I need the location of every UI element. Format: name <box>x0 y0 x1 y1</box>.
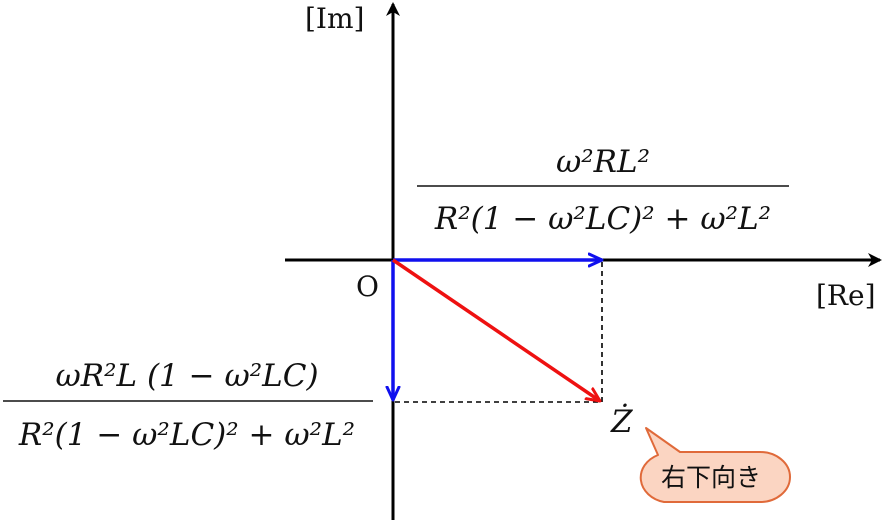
callout-bubble: 右下向き <box>639 427 791 503</box>
imaginary-part-denominator: R²(1 − ω²LC)² + ω²L² <box>18 417 355 453</box>
imaginary-part-numerator: ωR²L (1 − ω²LC) <box>55 358 318 394</box>
callout-text: 右下向き <box>661 463 761 492</box>
impedance-arrow <box>392 258 600 401</box>
impedance-label: Ż <box>610 402 633 440</box>
callout-shape <box>639 427 791 503</box>
real-part-numerator: ω²RL² <box>556 144 650 180</box>
real-part-denominator: R²(1 − ω²LC)² + ω²L² <box>434 201 771 237</box>
origin-label: O <box>356 270 379 303</box>
real-axis-label: [Re] <box>816 279 876 312</box>
imaginary-axis-label: [Im] <box>305 2 364 35</box>
